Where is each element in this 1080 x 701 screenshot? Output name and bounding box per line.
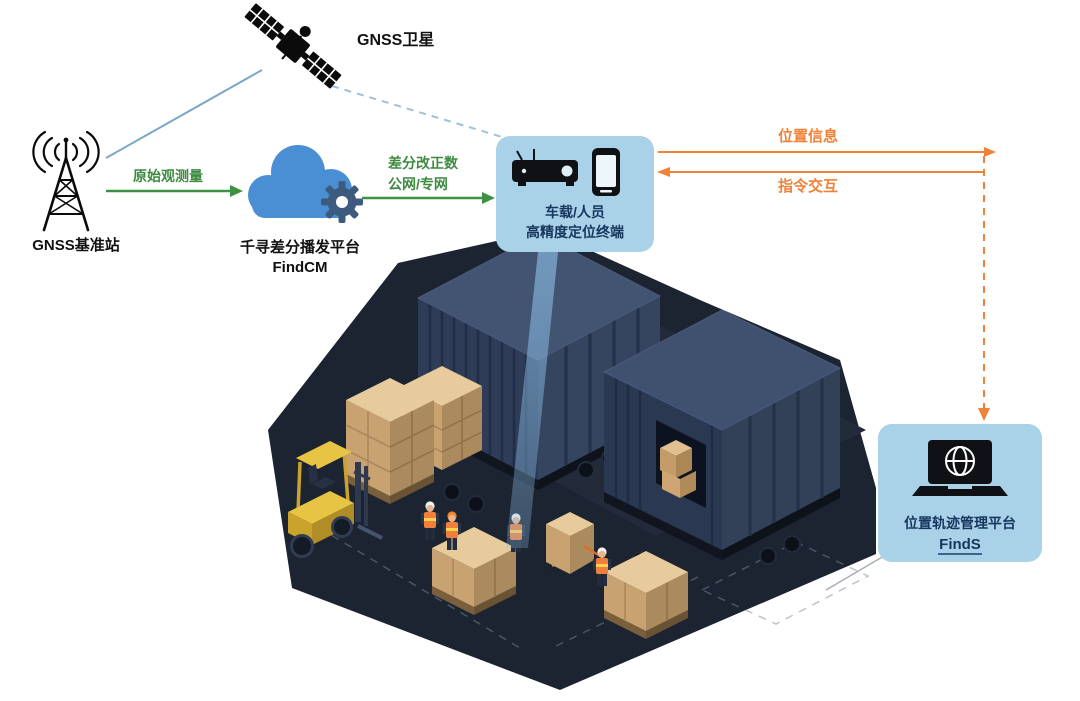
base-station-label: GNSS基准站 — [32, 236, 120, 254]
raw-observation-label: 原始观测量 — [133, 168, 203, 184]
command-interaction-line — [657, 167, 984, 177]
cloud-platform-label-line2: FindCM — [273, 259, 328, 276]
track-platform-label-line2: FindS — [939, 536, 981, 553]
terminal-label-line2: 高精度定位终端 — [526, 224, 624, 240]
worker-pallet-jack — [593, 547, 611, 586]
correction-arrow — [362, 192, 495, 204]
terminal-panel: 车载/人员 高精度定位终端 — [496, 136, 654, 252]
track-platform-panel: 位置轨迹管理平台 FindS — [878, 424, 1042, 562]
container-2 — [602, 309, 842, 581]
container-2-open-door — [656, 420, 706, 508]
position-info-label: 位置信息 — [778, 127, 838, 145]
worker-pair — [421, 501, 461, 550]
positioning-beam — [506, 252, 558, 548]
track-platform-label-line1: 位置轨迹管理平台 — [904, 515, 1016, 531]
platform-drop-line — [978, 156, 990, 421]
laptop-globe-icon — [912, 440, 1008, 496]
base-station-icon — [32, 130, 100, 232]
correction-label-line1: 差分改正数 — [388, 155, 459, 171]
pallet-right — [604, 551, 688, 639]
pallet-center — [432, 527, 516, 615]
gear-icon — [321, 181, 363, 223]
warehouse-scene — [268, 230, 876, 690]
signal-waves-icon — [32, 130, 100, 174]
position-info-line — [658, 147, 996, 157]
raw-observation-arrow — [106, 185, 243, 197]
correction-label-line2: 公网/专网 — [388, 176, 448, 192]
cloud-platform-label-line1: 千寻差分播发平台 — [240, 238, 360, 256]
satellite-terminal-link — [331, 85, 513, 141]
finds-pointer-line — [825, 555, 885, 591]
forklift-icon — [288, 441, 383, 558]
gnss-satellite-icon — [244, 3, 342, 89]
terminal-label-line1: 车载/人员 — [545, 204, 605, 220]
command-interaction-label: 指令交互 — [778, 177, 838, 195]
pallet-jack-stack — [546, 512, 601, 574]
satellite-base-link — [105, 69, 263, 159]
satellite-label: GNSS卫星 — [357, 31, 434, 49]
smartphone-icon — [592, 148, 620, 196]
vehicle-terminal-icon — [512, 149, 578, 186]
